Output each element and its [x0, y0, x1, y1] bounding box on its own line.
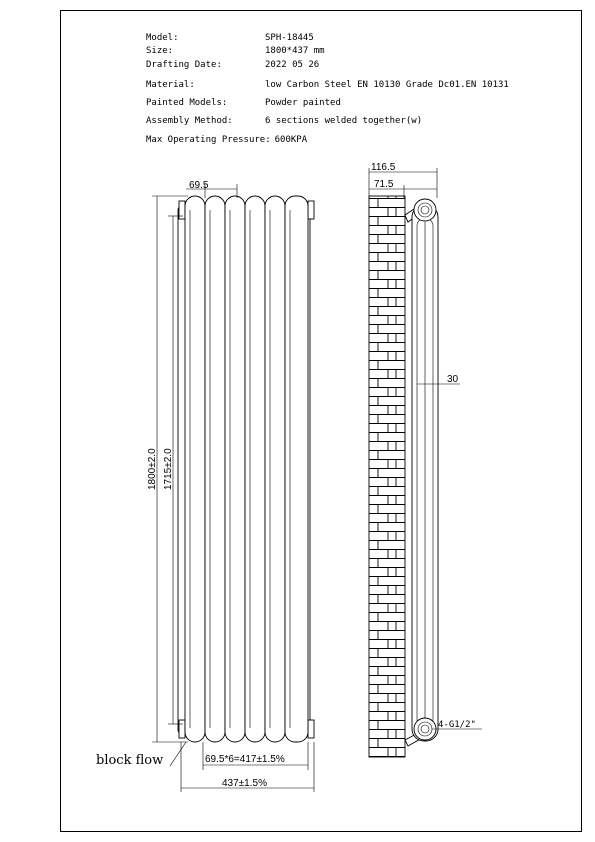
max-pressure-label: Max Operating Pressure: [146, 135, 271, 145]
dim-depth-total-label: 116.5 [371, 162, 396, 173]
radiator-section [264, 195, 286, 743]
connection-note-label: 4-G1/2" [438, 720, 476, 730]
max-pressure-text: Max Operating Pressure: 600KPA [146, 135, 308, 145]
dim-section-width: 69.5 [186, 180, 238, 198]
radiator-section [184, 195, 206, 743]
flow-note-label: block flow [96, 753, 163, 768]
radiator-sections [184, 195, 309, 743]
dim-sections-total-label: 69.5*6=417±1.5% [205, 754, 285, 765]
brick-wall [368, 195, 406, 758]
dim-tube-gap: 30 [417, 374, 460, 385]
dim-overall-width-label: 437±1.5% [222, 778, 267, 789]
assembly-method-label: Assembly Method: [146, 116, 233, 126]
end-cap-bottom-left [178, 719, 186, 739]
radiator-section [204, 195, 226, 743]
radiator-section [284, 195, 309, 743]
dim-height: 1800±2.0 1715±2.0 [147, 195, 188, 743]
radiator-section [244, 195, 266, 743]
front-view: 69.5 1800±2.0 1715±2.0 block flow 69.5*6… [96, 180, 315, 792]
top-connection [413, 198, 437, 222]
dim-height-total-label: 1800±2.0 [147, 448, 158, 490]
material-label: Material: [146, 80, 195, 90]
dim-overall-width: 437±1.5% [180, 742, 315, 792]
drawing-frame [60, 10, 582, 832]
dim-tube-gap-label: 30 [447, 374, 459, 385]
end-cap-top-right [307, 200, 315, 220]
spec-table: Model: SPH-18445 Size: 1800*437 mm Draft… [146, 33, 509, 145]
painted-models-value: Powder painted [265, 98, 341, 108]
size-label: Size: [146, 46, 173, 56]
dim-depth: 116.5 71.5 [368, 162, 438, 198]
drafting-date-label: Drafting Date: [146, 60, 222, 70]
connection-note: 4-G1/2" [432, 720, 482, 730]
drafting-date-value: 2022 05 26 [265, 60, 319, 70]
radiator-section [224, 195, 246, 743]
size-value: 1800*437 mm [265, 46, 325, 56]
painted-models-label: Painted Models: [146, 98, 227, 108]
dim-section-width-label: 69.5 [189, 180, 209, 191]
assembly-method-value: 6 sections welded together(w) [265, 116, 422, 126]
max-pressure-value: 600KPA [275, 135, 308, 145]
model-label: Model: [146, 33, 179, 43]
dim-height-inner-label: 1715±2.0 [163, 448, 174, 490]
dim-depth-inner-label: 71.5 [374, 179, 394, 190]
dim-sections-total: 69.5*6=417±1.5% [202, 742, 309, 770]
model-value: SPH-18445 [265, 33, 314, 43]
end-cap-bottom-right [307, 719, 315, 739]
side-view: 116.5 71.5 30 4-G1/2" [368, 162, 482, 758]
material-value: low Carbon Steel EN 10130 Grade Dc01.EN … [265, 80, 509, 90]
flow-note: block flow [96, 741, 187, 768]
